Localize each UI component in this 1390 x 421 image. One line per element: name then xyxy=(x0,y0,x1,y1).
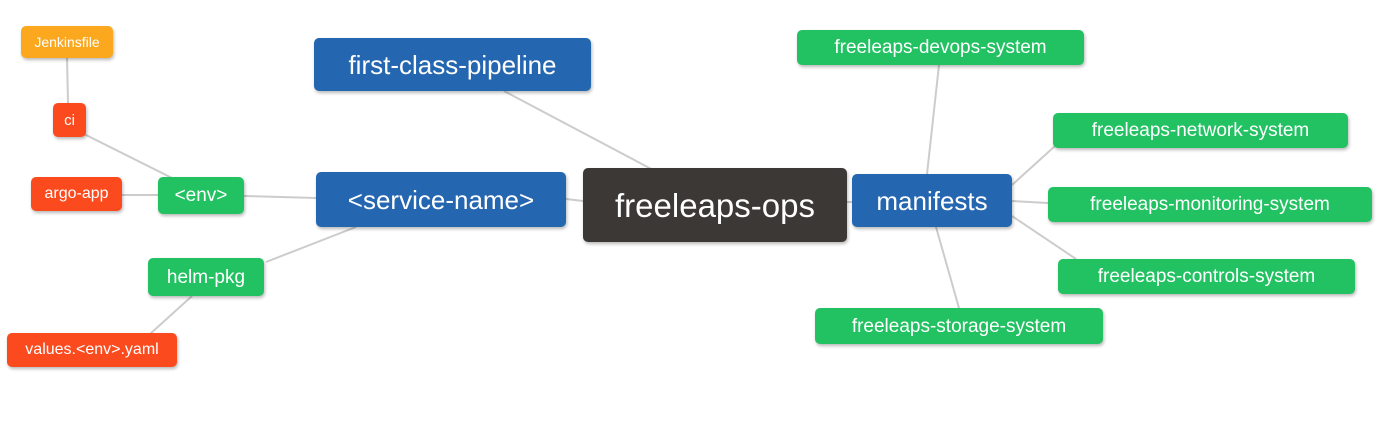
node-label: <service-name> xyxy=(347,184,535,215)
node-freeleaps-storage-system[interactable]: freeleaps-storage-system xyxy=(815,308,1103,344)
node-label: freeleaps-storage-system xyxy=(851,315,1067,337)
node-label: values.<env>.yaml xyxy=(25,341,159,358)
node-values-env-yaml[interactable]: values.<env>.yaml xyxy=(7,333,177,367)
node-first-class-pipeline[interactable]: first-class-pipeline xyxy=(314,38,591,91)
node-ci[interactable]: ci xyxy=(53,103,86,137)
node-label: freeleaps-monitoring-system xyxy=(1090,194,1330,215)
node-jenkinsfile[interactable]: Jenkinsfile xyxy=(21,26,113,58)
node-label: helm-pkg xyxy=(166,266,246,288)
node-label: freeleaps-network-system xyxy=(1091,120,1310,141)
node-label: Jenkinsfile xyxy=(34,34,100,50)
node-manifests[interactable]: manifests xyxy=(852,174,1012,227)
node-freeleaps-devops-system[interactable]: freeleaps-devops-system xyxy=(797,30,1084,65)
node-label: ci xyxy=(64,111,75,129)
node-freeleaps-network-system[interactable]: freeleaps-network-system xyxy=(1053,113,1348,148)
node-label: freeleaps-ops xyxy=(615,186,815,224)
node-freeleaps-monitoring-system[interactable]: freeleaps-monitoring-system xyxy=(1048,187,1372,222)
node-service-name[interactable]: <service-name> xyxy=(316,172,566,227)
node-helm-pkg[interactable]: helm-pkg xyxy=(148,258,264,296)
node-freeleaps-controls-system[interactable]: freeleaps-controls-system xyxy=(1058,259,1355,294)
node-freeleaps-ops[interactable]: freeleaps-ops xyxy=(583,168,847,242)
node-argo-app[interactable]: argo-app xyxy=(31,177,122,211)
node-label: <env> xyxy=(174,185,228,206)
node-label: freeleaps-devops-system xyxy=(834,37,1047,58)
node-env[interactable]: <env> xyxy=(158,177,244,214)
node-label: argo-app xyxy=(44,185,109,202)
node-label: first-class-pipeline xyxy=(348,49,557,80)
node-label: freeleaps-controls-system xyxy=(1097,266,1316,287)
node-label: manifests xyxy=(876,185,988,216)
